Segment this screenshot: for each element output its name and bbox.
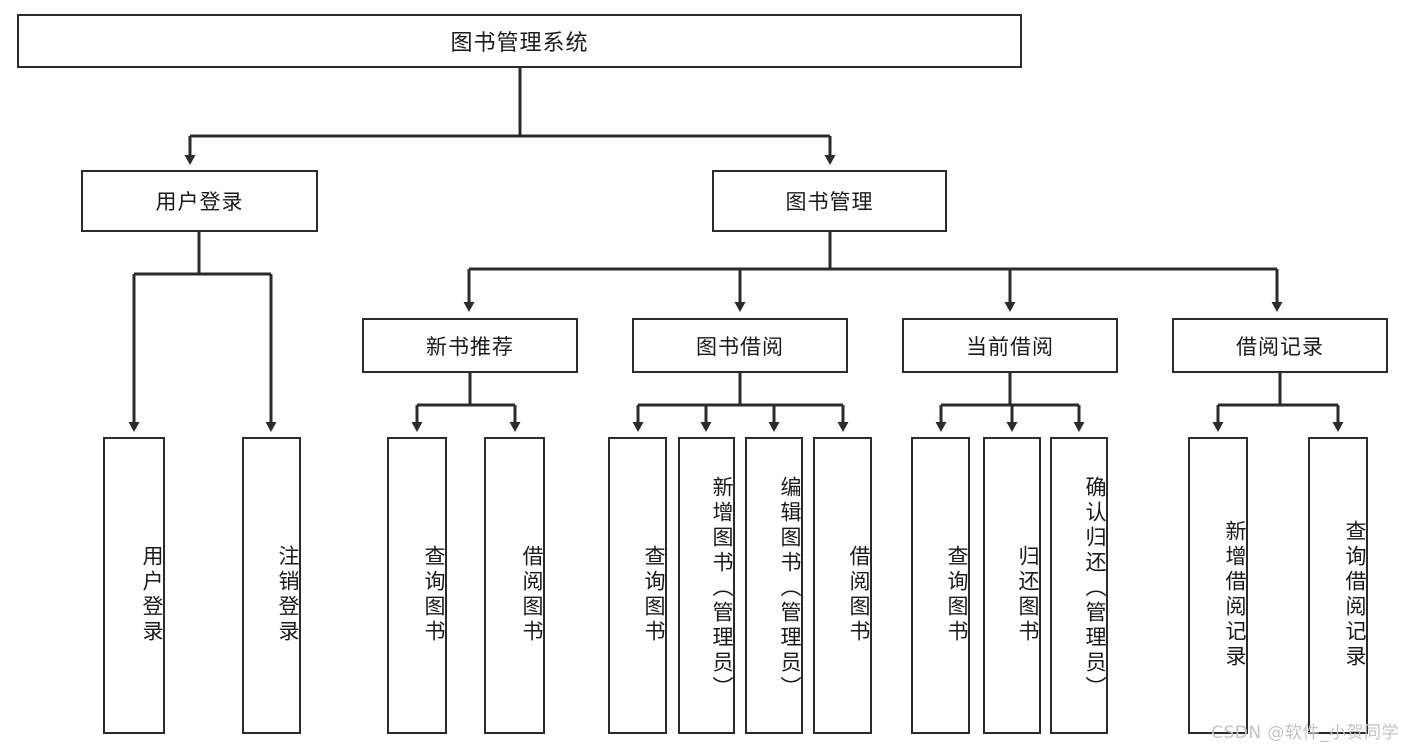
leaf-query-borrow-record[interactable]: 查询借阅记录 (1308, 437, 1368, 734)
node-root-label: 图书管理系统 (450, 31, 589, 56)
node-user-login[interactable]: 用户登录 (81, 170, 318, 232)
node-current-borrow-label: 当前借阅 (966, 334, 1054, 359)
node-borrow-record-label: 借阅记录 (1236, 334, 1324, 359)
node-book-borrow-label: 图书借阅 (696, 334, 784, 359)
leaf-return-book[interactable]: 归还图书 (983, 437, 1041, 734)
node-book-management[interactable]: 图书管理 (712, 170, 947, 232)
leaf-confirm-return-admin[interactable]: 确认归还（管理员） (1050, 437, 1108, 734)
leaf-add-borrow-record[interactable]: 新增借阅记录 (1188, 437, 1248, 734)
leaf-query-book-recommend[interactable]: 查询图书 (387, 437, 447, 734)
node-new-book-recommend-label: 新书推荐 (426, 334, 514, 359)
leaf-edit-book-admin[interactable]: 编辑图书（管理员） (745, 437, 803, 734)
node-new-book-recommend[interactable]: 新书推荐 (362, 318, 578, 373)
node-book-management-label: 图书管理 (785, 190, 874, 214)
leaf-query-book-current[interactable]: 查询图书 (911, 437, 970, 734)
leaf-add-book-admin[interactable]: 新增图书（管理员） (678, 437, 735, 734)
leaf-logout-login[interactable]: 注销登录 (242, 437, 301, 734)
leaf-borrow-book-recommend[interactable]: 借阅图书 (484, 437, 545, 734)
node-user-login-label: 用户登录 (155, 190, 244, 214)
node-current-borrow[interactable]: 当前借阅 (902, 318, 1118, 373)
node-book-borrow[interactable]: 图书借阅 (632, 318, 848, 373)
node-root[interactable]: 图书管理系统 (17, 14, 1022, 68)
watermark: CSDN @软件_小贺同学 (1211, 723, 1399, 743)
leaf-query-book-borrow[interactable]: 查询图书 (608, 437, 667, 734)
leaf-user-login[interactable]: 用户登录 (103, 437, 165, 734)
leaf-borrow-book[interactable]: 借阅图书 (813, 437, 872, 734)
node-borrow-record[interactable]: 借阅记录 (1172, 318, 1388, 373)
